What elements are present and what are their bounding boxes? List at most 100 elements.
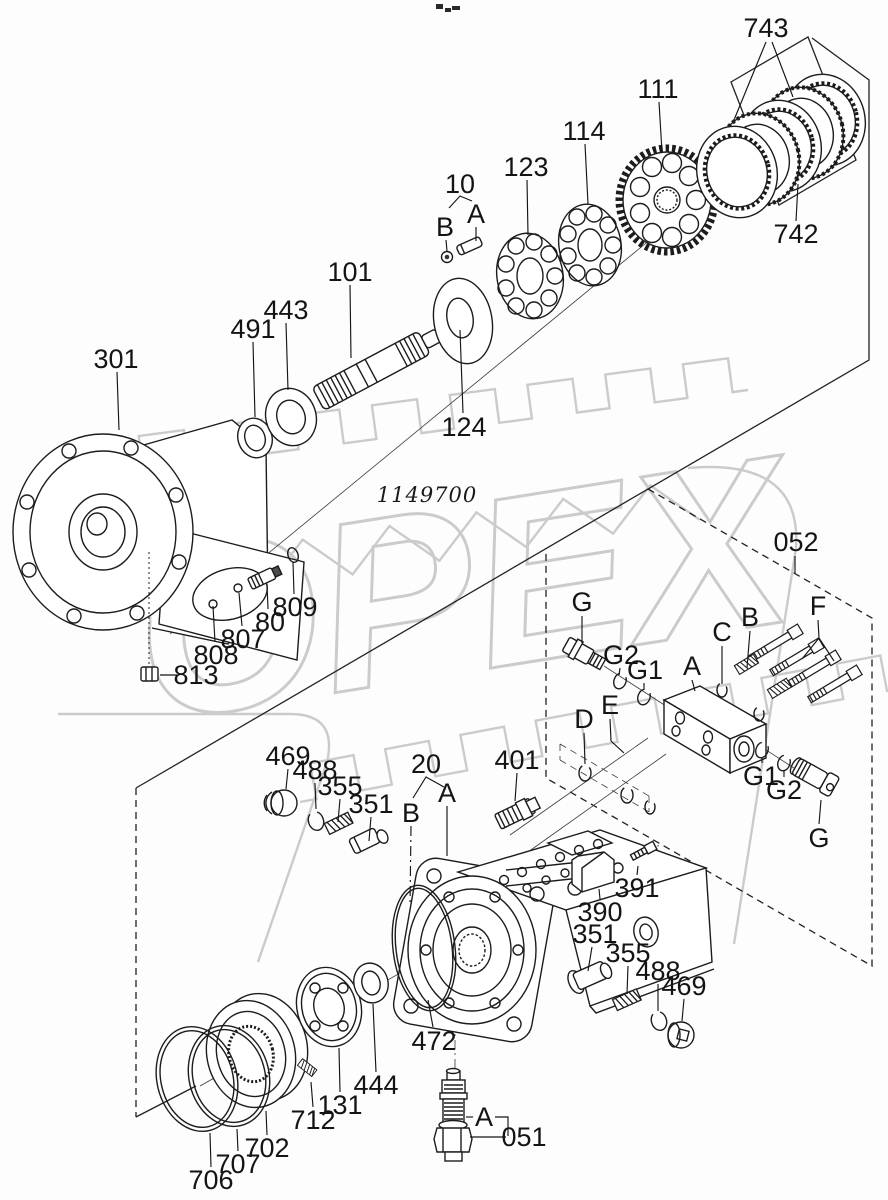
- oring-488-left-drawing: [307, 810, 325, 832]
- valve-351-right-drawing: [567, 961, 613, 995]
- callout-g1-left: G1: [627, 655, 663, 685]
- gear-teeth-bottom: [299, 654, 888, 804]
- callout-layer: 74374211111412310AB101443491301124052GG2…: [93, 13, 835, 1195]
- leader-g2-left: [618, 667, 621, 676]
- callout-702: 702: [244, 1133, 289, 1163]
- leader-301: [116, 371, 120, 431]
- leader-702: [265, 1110, 268, 1136]
- leader-351-right: [587, 946, 593, 972]
- callout-a-motor: A: [438, 778, 456, 808]
- callout-051: 051: [501, 1122, 546, 1152]
- plate-stack-742-743-drawing: [695, 73, 867, 219]
- leader-20: [412, 776, 445, 799]
- callout-g2-right: G2: [766, 775, 802, 805]
- leader-131: [338, 1047, 341, 1093]
- assembly-panels: [135, 36, 873, 1118]
- callout-390: 390: [577, 897, 622, 927]
- leader-706: [209, 1132, 212, 1168]
- bracket-390-drawing: [505, 851, 615, 893]
- valve-block-panel-052: [545, 488, 873, 968]
- callout-111: 111: [637, 74, 678, 104]
- callout-b-10: B: [436, 212, 454, 242]
- callout-809: 809: [272, 592, 317, 622]
- callout-c-block: C: [712, 617, 732, 647]
- callout-20: 20: [411, 749, 441, 779]
- housing-301-drawing: [12, 419, 305, 682]
- upper-panel-edge: [135, 37, 870, 789]
- top-edge-artifact: [436, 4, 460, 12]
- valve-block-052-drawing: [562, 623, 863, 815]
- callout-444: 444: [353, 1070, 398, 1100]
- leader-809: [292, 561, 295, 595]
- leader-d-block: [583, 732, 586, 765]
- leader-123: [526, 179, 529, 236]
- leader-355-right: [626, 965, 629, 995]
- leader-355-left: [337, 798, 341, 823]
- callout-g-block: G: [571, 587, 592, 617]
- callout-b-block: B: [741, 602, 759, 632]
- callout-469-left: 469: [265, 741, 310, 771]
- valve-351-left-drawing: [348, 827, 389, 854]
- gear-arm-left: [58, 712, 331, 963]
- callout-401: 401: [494, 745, 539, 775]
- callout-488-right: 488: [635, 956, 680, 986]
- leader-712: [310, 1081, 314, 1108]
- callout-742: 742: [773, 219, 818, 249]
- seal-491-drawing: [236, 417, 274, 459]
- leader-a-051-1: [495, 1116, 509, 1136]
- leader-101: [349, 284, 352, 359]
- leader-707: [236, 1128, 239, 1152]
- leader-491: [252, 341, 256, 418]
- bearing-443-drawing: [264, 387, 318, 447]
- leader-390: [598, 888, 601, 900]
- callout-a-10: A: [467, 199, 485, 229]
- callout-a-051: A: [475, 1102, 493, 1132]
- plate-114-drawing: [557, 203, 623, 287]
- callout-707: 707: [215, 1149, 260, 1179]
- plug-469-right-drawing: [667, 1021, 695, 1049]
- callout-488-left: 488: [292, 755, 337, 785]
- leader-472: [427, 999, 434, 1028]
- gear-arm-right: [687, 465, 798, 945]
- callout-391: 391: [614, 873, 659, 903]
- plate-123-drawing: [495, 232, 565, 320]
- line-art: [12, 4, 867, 1162]
- leader-808: [212, 605, 216, 643]
- swash-group-drawing: [155, 962, 389, 1133]
- leader-10: [448, 195, 473, 209]
- callout-101: 101: [327, 257, 372, 287]
- leader-b-10: [445, 239, 448, 252]
- leader-b-block: [746, 630, 751, 669]
- leader-443: [285, 322, 289, 391]
- callout-131: 131: [317, 1090, 362, 1120]
- disc-124-drawing: [432, 277, 494, 365]
- callout-b-motor: B: [402, 798, 420, 828]
- callout-706: 706: [188, 1165, 233, 1195]
- callout-114: 114: [562, 116, 605, 146]
- callout-g2-left: G2: [603, 640, 639, 670]
- callout-808: 808: [193, 640, 238, 670]
- plug-469-left-drawing: [263, 789, 298, 817]
- leader-807: [238, 592, 243, 627]
- callout-469-right: 469: [661, 971, 706, 1001]
- valve-051-drawing: [433, 1067, 473, 1162]
- callout-743: 743: [743, 13, 788, 43]
- callout-124: 124: [441, 412, 486, 442]
- leader-124: [459, 329, 464, 414]
- callout-a-block: A: [683, 651, 701, 681]
- leader-743-1: [771, 41, 794, 98]
- callout-491: 491: [230, 314, 275, 344]
- leader-743: [733, 41, 767, 121]
- callout-d-block: D: [574, 704, 594, 734]
- leader-469-left: [285, 768, 289, 790]
- callout-813: 813: [173, 660, 218, 690]
- leader-f-block-1: [818, 637, 835, 662]
- leader-111: [658, 101, 663, 153]
- plug-80-group-drawing: [233, 547, 299, 593]
- callout-351-left: 351: [348, 789, 393, 819]
- callout-351-right: 351: [572, 919, 617, 949]
- oring-488-right-drawing: [650, 1010, 668, 1032]
- callout-355-right: 355: [605, 938, 650, 968]
